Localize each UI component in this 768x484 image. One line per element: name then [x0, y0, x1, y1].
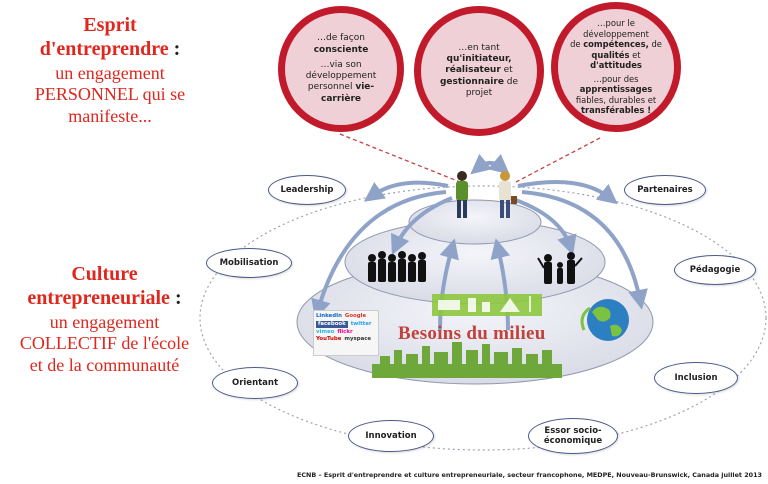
social-word-4: twitter — [350, 320, 372, 327]
circle1-line-e: personnel vie-carrière — [307, 82, 375, 104]
social-word-2: Google — [344, 313, 367, 319]
esprit-line-4: PERSONNEL qui se — [34, 84, 186, 105]
circle-initiateur: …en tant qu'initiateur, réalisateur et g… — [414, 6, 544, 136]
arrow-up-right — [490, 238, 511, 331]
arrow-left-long — [311, 190, 447, 320]
leadership-label: Leadership — [280, 185, 334, 195]
esprit-line-5: manifeste... — [68, 105, 152, 126]
culture-line-4: COLLECTIF de l'école — [19, 333, 190, 354]
culture-line-3: un engagement — [49, 312, 160, 333]
esprit-heading: Esprit d'entreprendre : un engagement PE… — [10, 14, 210, 127]
crowd-silhouette — [368, 251, 426, 282]
essor-label-2: économique — [543, 436, 603, 446]
circle3-line-f: apprentissages — [579, 84, 653, 95]
oval-leadership: Leadership — [268, 175, 346, 205]
innovation-label: Innovation — [365, 431, 417, 441]
circle-competences: …pour le développement de compétences, d… — [551, 2, 681, 132]
dashed-link-left — [339, 133, 461, 183]
eco-community-banner — [432, 294, 542, 316]
social-media-collage: LinkedIn Google facebook twitter vimeo f… — [313, 310, 379, 356]
circle3-line-e: …pour des — [593, 73, 639, 84]
oval-mobilisation: Mobilisation — [206, 248, 292, 278]
oval-partenaires: Partenaires — [624, 175, 706, 205]
oval-orientant: Orientant — [212, 367, 298, 399]
student-girl — [499, 171, 517, 218]
circle3-line-b: de compétences, de — [570, 39, 662, 50]
footer-credit: ECNB – Esprit d'entreprendre et culture … — [296, 471, 762, 479]
family-silhouette — [537, 252, 583, 284]
arrow-right-long — [521, 190, 648, 310]
social-word-5: vimeo — [316, 328, 335, 335]
circle3-line-h: transférables ! — [580, 105, 652, 116]
culture-line-2: entrepreneuriale : — [27, 286, 182, 309]
social-word-6: flickr — [337, 328, 353, 335]
circle-consciente: …de façon consciente …via son développem… — [278, 6, 404, 132]
student-boy — [456, 171, 468, 218]
esprit-line-1: Esprit — [83, 14, 137, 36]
circle3-line-d: d'attitudes — [590, 60, 642, 71]
esprit-line-2: d'entreprendre : — [39, 37, 181, 60]
essor-label-1: Essor socio- — [544, 425, 602, 436]
pedagogie-label: Pédagogie — [689, 265, 741, 275]
circle1-line-c: …via son — [320, 59, 362, 70]
culture-line-1: Culture — [71, 263, 138, 285]
globe-leaf-icon — [580, 299, 629, 341]
top-disc — [408, 199, 542, 245]
oval-innovation: Innovation — [348, 420, 434, 452]
circle3-line-g: fiables, durables et — [575, 94, 657, 105]
circle2-line-a: …en tant — [458, 42, 500, 53]
social-word-1: LinkedIn — [316, 313, 342, 319]
green-city-skyline — [372, 342, 562, 378]
arrow-partenaires — [517, 180, 618, 205]
arrow-right-mid — [509, 196, 577, 256]
culture-heading: Culture entrepreneuriale : un engagement… — [2, 263, 207, 376]
circle2-line-c: réalisateur et — [445, 65, 513, 76]
circle1-line-b: consciente — [313, 44, 369, 55]
arrow-leadership — [363, 180, 449, 202]
circle2-line-b: qu'initiateur, — [446, 54, 512, 65]
circle1-line-d: développement — [305, 71, 377, 81]
dashed-link-right — [515, 137, 601, 183]
outer-dotted-ring — [199, 185, 767, 451]
circle2-line-e: projet — [465, 87, 493, 98]
oval-pedagogie: Pédagogie — [674, 255, 756, 285]
oval-essor: Essor socio- économique — [528, 418, 618, 454]
esprit-line-3: un engagement — [55, 63, 165, 84]
besoins-du-milieu-title: Besoins du milieu — [398, 323, 546, 344]
culture-line-5: et de la communauté — [29, 354, 180, 375]
partenaires-label: Partenaires — [637, 185, 693, 195]
orientant-label: Orientant — [231, 378, 279, 388]
oval-inclusion: Inclusion — [654, 362, 738, 394]
arrow-up-left — [438, 238, 459, 331]
social-word-3: facebook — [316, 320, 348, 328]
circle2-line-d: gestionnaire de — [439, 76, 519, 87]
arrow-top-swap — [470, 153, 510, 175]
social-word-8: myspace — [344, 336, 372, 343]
circle1-line-a: …de façon — [317, 33, 365, 44]
circle3-line-a: …pour le développement — [583, 18, 649, 39]
mobilisation-label: Mobilisation — [219, 258, 279, 268]
social-word-7: YouTube — [316, 336, 342, 343]
circle3-line-c: qualités et — [591, 49, 641, 60]
arrow-left-mid — [391, 196, 453, 256]
inclusion-label: Inclusion — [674, 373, 718, 383]
